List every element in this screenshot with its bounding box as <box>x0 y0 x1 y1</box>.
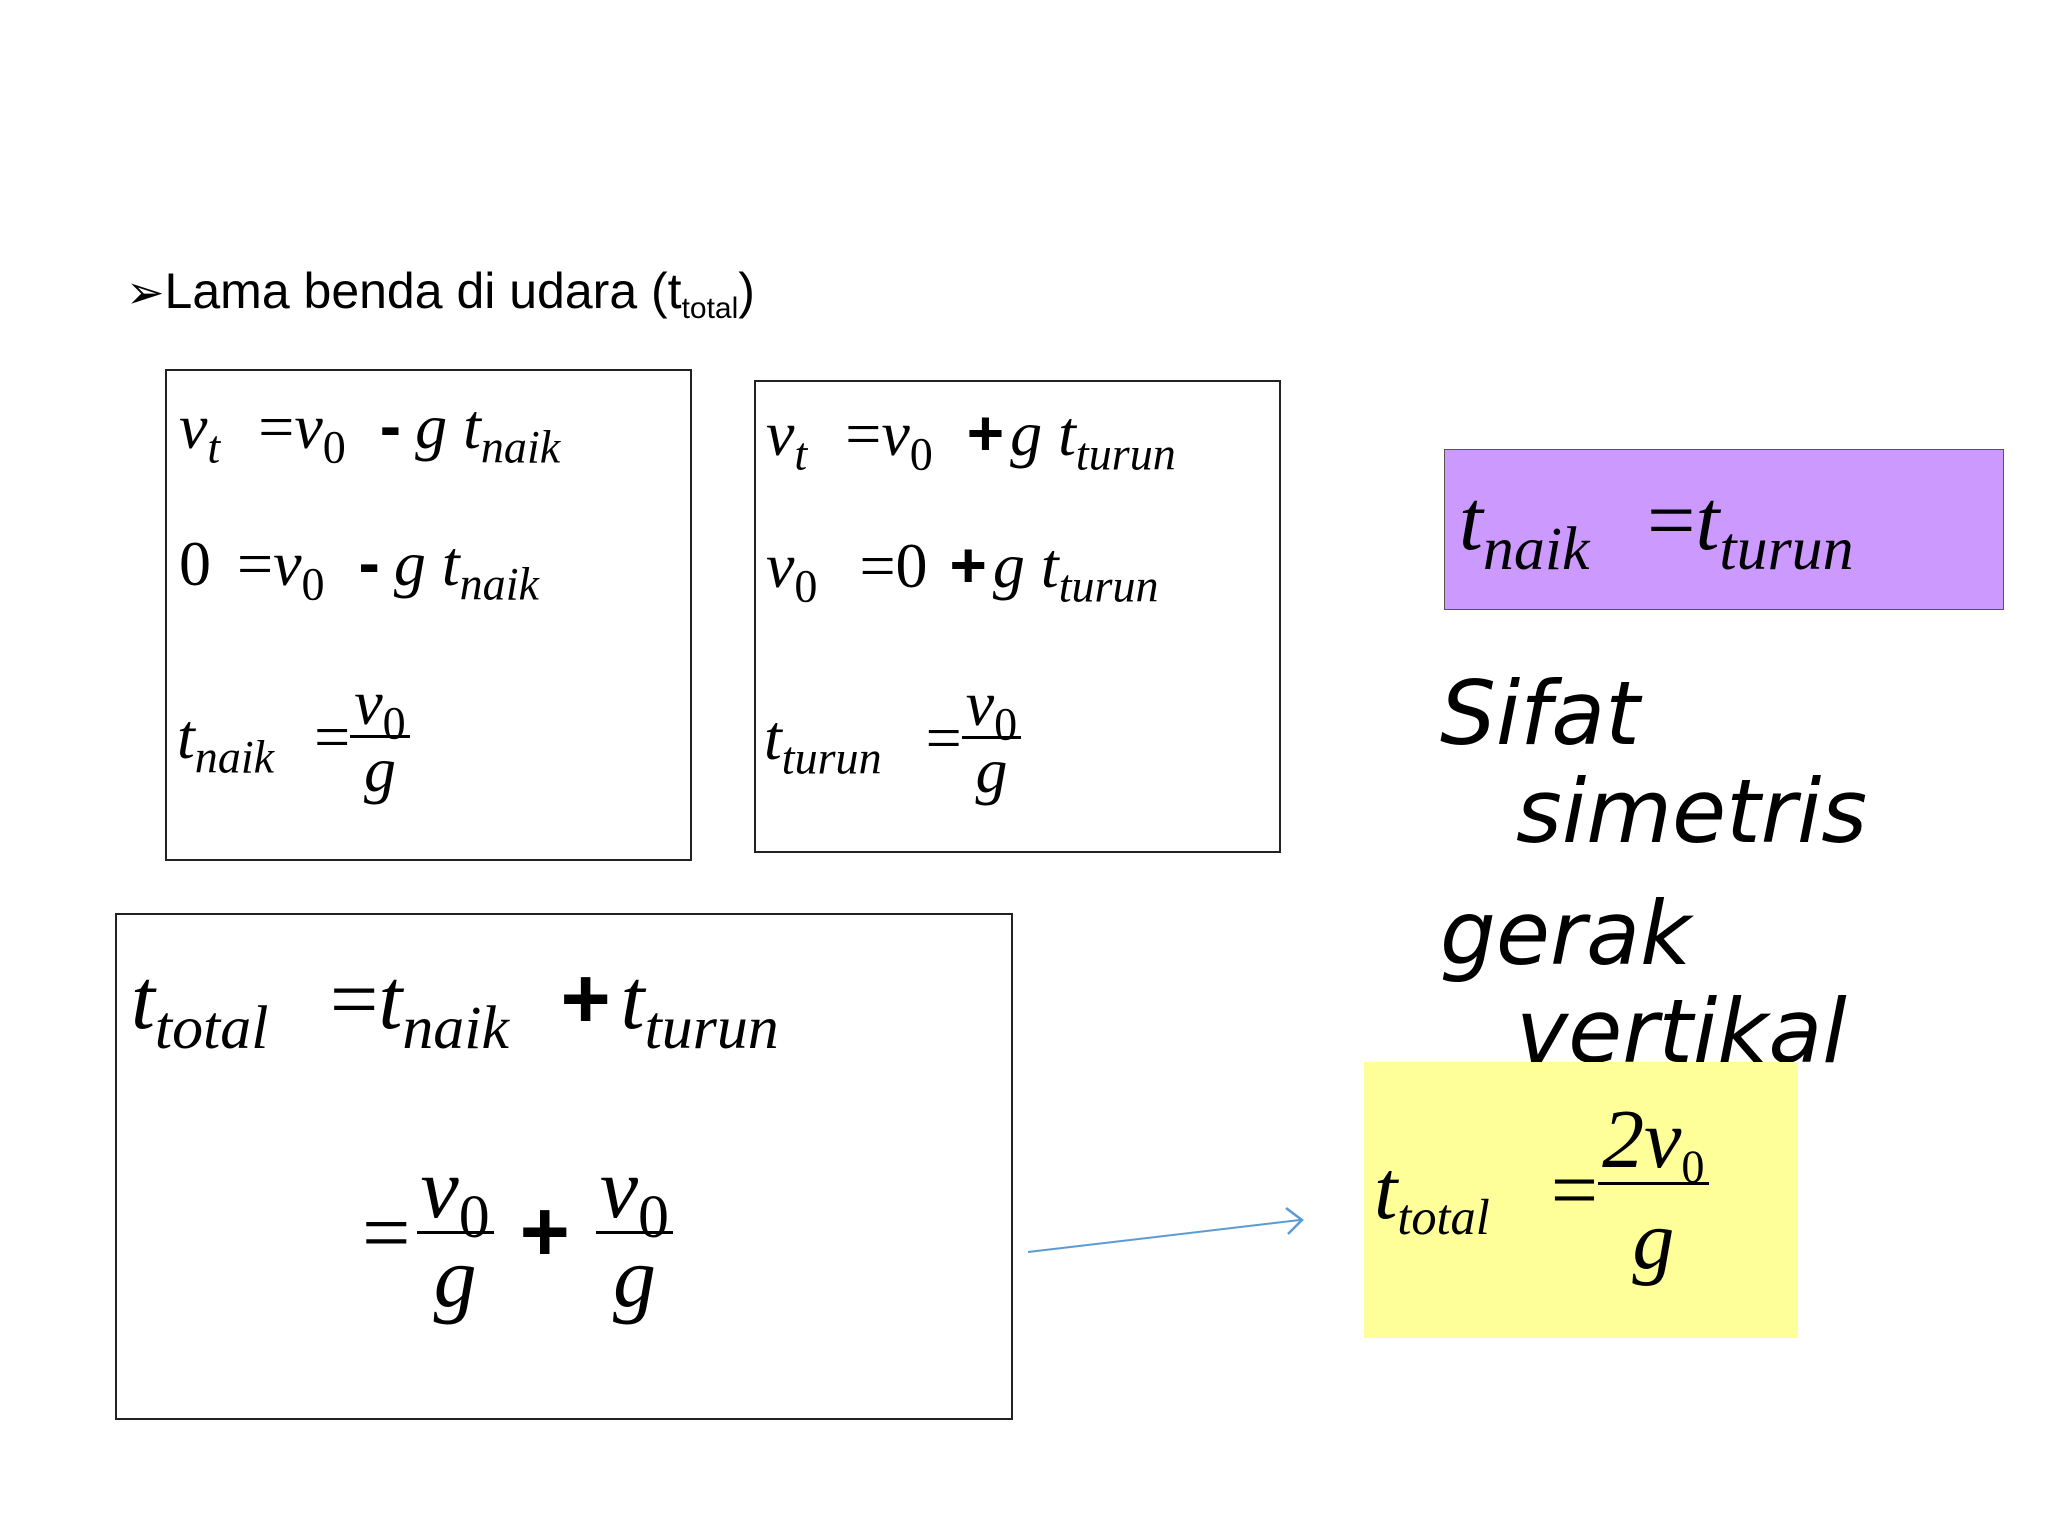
eq-total-line-1: ttotal =tnaik +tturun <box>131 949 779 1059</box>
operator-minus: - <box>379 390 402 462</box>
var: g <box>1598 1182 1709 1283</box>
sub: turun <box>1075 428 1176 480</box>
var: t <box>764 701 782 773</box>
sub: naik <box>402 993 509 1062</box>
sub: turun <box>1719 514 1854 583</box>
var: v <box>354 667 383 738</box>
var: g <box>416 1231 494 1320</box>
sub: t <box>207 421 221 473</box>
equals: = <box>237 528 274 599</box>
equals: = <box>859 530 896 601</box>
eq-naik-line-1: vt =v0 -g tnaik <box>179 389 560 470</box>
equation-box-turun: vt =v0 +g tturun v0 =0 +g tturun tturun … <box>754 380 1281 853</box>
sub: 0 <box>638 1182 669 1251</box>
var: t <box>378 951 403 1047</box>
sub: total <box>154 993 269 1062</box>
fraction: v0 g <box>416 1145 494 1320</box>
var: v <box>420 1140 459 1236</box>
operator-minus: - <box>358 527 380 599</box>
var: v <box>599 1140 639 1236</box>
var: v <box>766 530 795 601</box>
eq-turun-line-1: vt =v0 +g tturun <box>766 396 1176 477</box>
var: v <box>965 668 995 739</box>
fraction: v0 g <box>350 671 410 802</box>
equals: = <box>845 398 882 469</box>
var: v <box>273 528 302 599</box>
result-arrow-icon <box>1027 1207 1304 1253</box>
equals: = <box>1550 1144 1599 1237</box>
var: t <box>177 700 195 772</box>
equals: = <box>362 1184 411 1281</box>
sub: 0 <box>458 1182 490 1251</box>
caption-line-3: gerak <box>1440 882 1692 985</box>
zero: 0 <box>895 530 928 601</box>
zero: 0 <box>179 528 211 599</box>
fraction: v0 g <box>961 672 1022 803</box>
eq-total-line-2: = v0 g + v0 g <box>362 1145 673 1320</box>
bullet-arrow-icon: ➢ <box>126 266 165 318</box>
caption-line-2: simetris <box>1516 760 1868 863</box>
equals: = <box>925 701 962 773</box>
sub: turun <box>644 993 779 1062</box>
operator-plus: + <box>966 397 1005 469</box>
var: v <box>881 398 910 469</box>
fraction: 2v0 g <box>1598 1098 1709 1283</box>
sub: t <box>794 428 808 480</box>
result-equation-box: ttotal = 2v0 g <box>1364 1062 1798 1338</box>
var: g <box>595 1231 673 1320</box>
var: g t <box>393 528 460 599</box>
var: g <box>350 735 410 802</box>
caption-line-1: Sifat <box>1440 662 1640 765</box>
sub: 0 <box>994 698 1018 750</box>
sub: naik <box>194 731 275 783</box>
equals: = <box>1647 472 1696 568</box>
operator-plus: + <box>949 529 987 601</box>
var: g t <box>1010 398 1076 469</box>
heading: ➢Lama benda di udara (ttotal) <box>126 262 755 326</box>
var: v <box>294 391 323 462</box>
equals: = <box>314 700 351 772</box>
sub: total <box>1397 1189 1490 1246</box>
var: g t <box>415 391 481 462</box>
sub: 0 <box>322 421 346 473</box>
sub: turun <box>781 732 882 784</box>
sub: 0 <box>301 558 325 610</box>
heading-text: Lama benda di udara (t <box>164 263 682 319</box>
var: t <box>1374 1144 1398 1237</box>
sub: naik <box>459 558 539 610</box>
symmetry-equation-box: tnaik =tturun <box>1444 449 2004 610</box>
sub: naik <box>1482 514 1590 583</box>
var: v <box>766 398 795 469</box>
eq-turun-line-2: v0 =0 +g tturun <box>766 528 1159 609</box>
sub: 0 <box>382 697 406 749</box>
equals: = <box>258 391 295 462</box>
operator-plus: + <box>560 951 611 1047</box>
var: 2v <box>1602 1093 1682 1186</box>
equation-box-total: ttotal =tnaik +tturun = v0 g + v0 g <box>115 913 1013 1420</box>
equation-box-naik: vt =v0 -g tnaik 0 =v0 -g tnaik tnaik = v… <box>165 369 692 861</box>
eq-turun-line-3: tturun = v0 g <box>764 672 1022 803</box>
var: v <box>179 391 208 462</box>
sub: 0 <box>794 560 818 612</box>
heading-close: ) <box>738 263 755 319</box>
eq-naik-line-2: 0 =v0 -g tnaik <box>179 526 539 607</box>
var: t <box>131 951 155 1047</box>
var: t <box>620 951 645 1047</box>
fraction: v0 g <box>595 1145 673 1320</box>
symmetry-caption: Sifat simetris gerak vertikal <box>1440 665 1867 1081</box>
sub: turun <box>1058 560 1159 612</box>
sub: 0 <box>909 428 933 480</box>
operator-plus: + <box>519 1184 570 1280</box>
equals: = <box>329 951 379 1047</box>
var: g <box>961 736 1022 803</box>
eq-naik-line-3: tnaik = v0 g <box>177 671 410 802</box>
var: t <box>1459 472 1483 568</box>
sub: naik <box>480 421 561 473</box>
var: t <box>1695 472 1720 568</box>
var: g t <box>992 530 1059 601</box>
sub: 0 <box>1681 1140 1705 1192</box>
heading-subscript: total <box>681 292 739 325</box>
